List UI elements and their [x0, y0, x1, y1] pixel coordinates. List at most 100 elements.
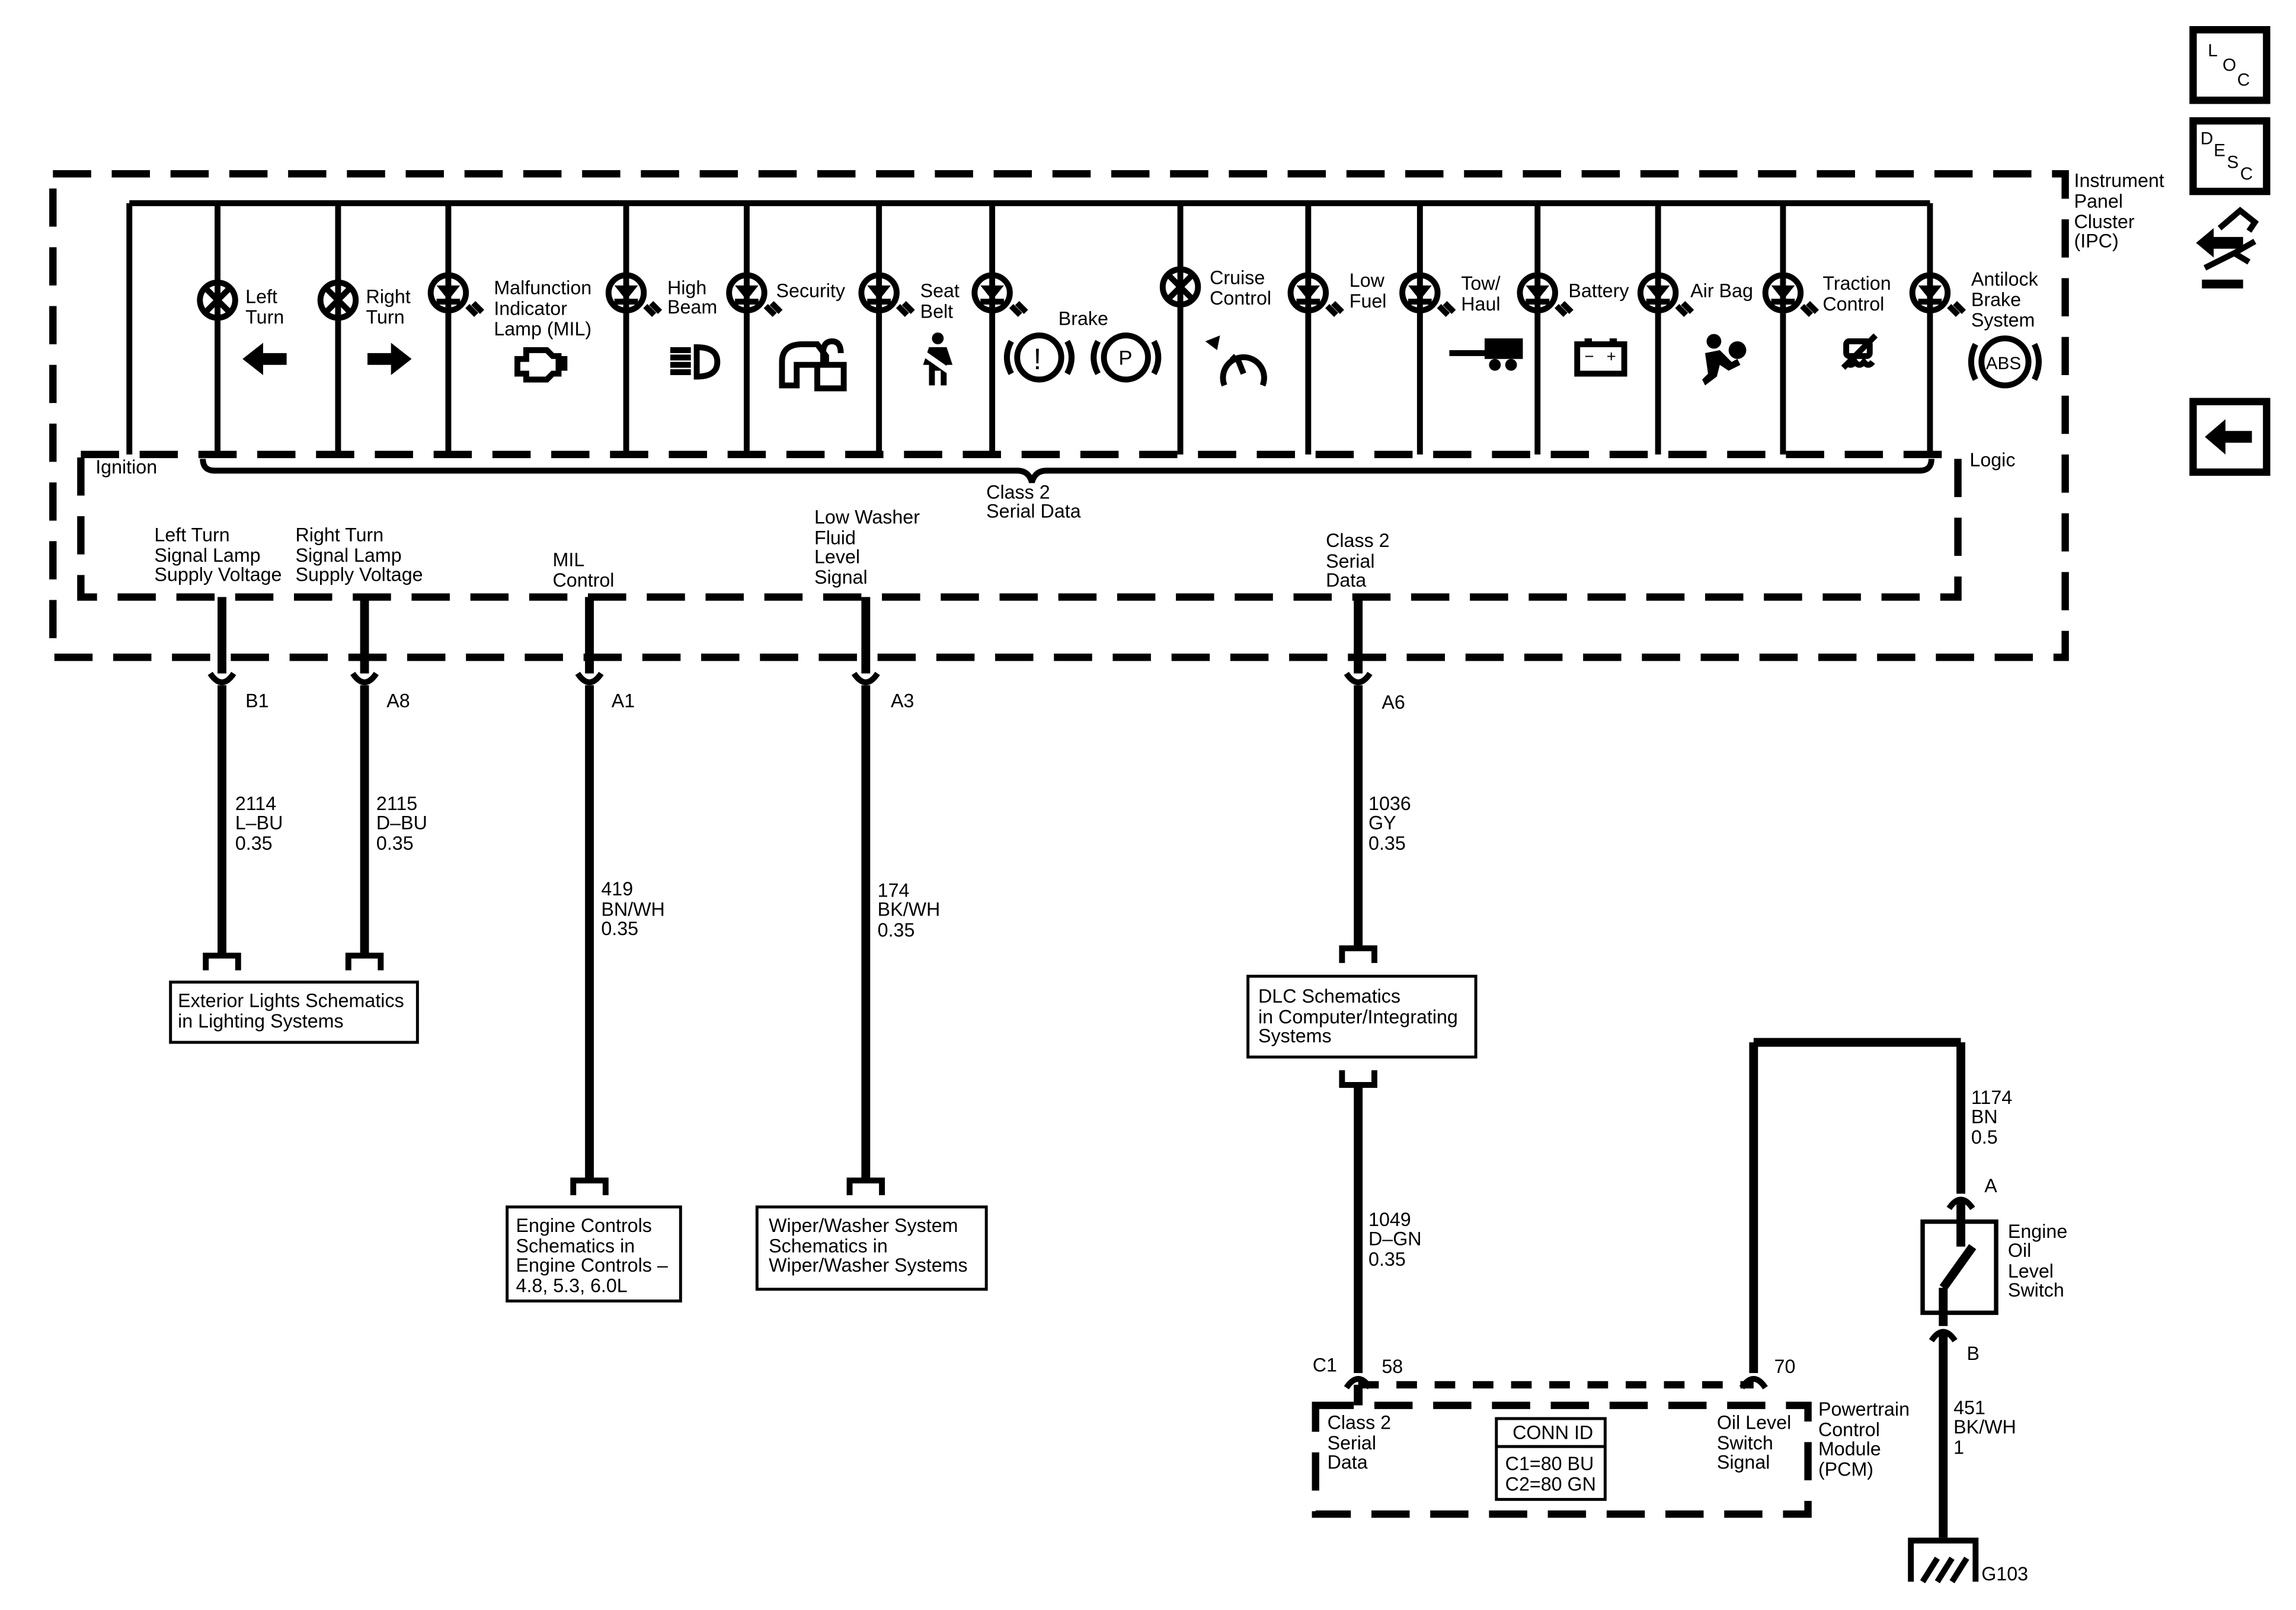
- circuit-2114: B1 2114 L–BU 0.35: [203, 597, 283, 971]
- signal-label: Data: [1326, 569, 1366, 591]
- indicator-label: Lamp (MIL): [494, 318, 591, 340]
- traction-off-icon: [1841, 333, 1878, 370]
- ipc-title-line: Instrument: [2074, 170, 2164, 191]
- indicator-label: Control: [1210, 287, 1271, 309]
- ref-label: 4.8, 5.3, 6.0L: [516, 1275, 628, 1297]
- indicator-label: Battery: [1568, 280, 1629, 302]
- connector-pin-b: [1929, 1329, 1958, 1343]
- wire-label: BN/WH: [601, 899, 664, 920]
- wire-label: 0.35: [376, 833, 414, 854]
- wire-label: L–BU: [235, 812, 283, 833]
- left-arrow-icon: [242, 343, 287, 376]
- wire-label: D–GN: [1368, 1228, 1422, 1249]
- switch-label: Oil: [2008, 1240, 2031, 1261]
- parking-brake-icon: P: [1091, 332, 1162, 383]
- wiper-washer-ref[interactable]: Wiper/Washer System Schematics in Wiper/…: [755, 1205, 988, 1291]
- ref-label: Wiper/Washer System: [769, 1215, 958, 1236]
- cruise-gauge-icon: [1220, 354, 1267, 387]
- led-icon: [605, 272, 647, 313]
- conn-id-title: CONN ID: [1512, 1422, 1593, 1443]
- wire-label: 0.35: [1368, 833, 1406, 854]
- indicator-label: Seat: [920, 280, 960, 302]
- signal-label: Signal: [814, 566, 868, 588]
- pcm-oil-label: Switch: [1717, 1432, 1773, 1454]
- desc-letter-e: E: [2214, 141, 2225, 161]
- indicator-label: Right: [366, 286, 411, 308]
- pcm-pin58-label: 58: [1382, 1356, 1403, 1377]
- ref-label: Wiper/Washer Systems: [769, 1254, 968, 1276]
- loc-button[interactable]: L O C: [2189, 26, 2271, 104]
- air-bag-indicator: Air Bag: [1637, 272, 1753, 386]
- high-beam-indicator: High Beam: [605, 272, 721, 380]
- pin-label: A3: [891, 690, 914, 712]
- left-turn-indicator: Left Turn: [197, 279, 287, 376]
- indicator-label: Antilock: [1971, 268, 2039, 290]
- ref-label: in Lighting Systems: [178, 1010, 344, 1032]
- security-indicator: Security: [726, 272, 847, 392]
- signal-class2: Class 2 Serial Data: [1326, 530, 1390, 591]
- circuit-451: 451 BK/WH 1: [1939, 1334, 2016, 1538]
- exterior-lights-ref[interactable]: Exterior Lights Schematics in Lighting S…: [169, 980, 419, 1044]
- desc-button[interactable]: D E S C: [2189, 117, 2271, 196]
- circuit-419: A1 419 BN/WH 0.35: [570, 597, 665, 1195]
- bus-label-line: Class 2: [986, 481, 1050, 502]
- desc-letter-d: D: [2201, 129, 2214, 149]
- led-icon: [1399, 272, 1441, 313]
- engine-oil-level-switch: A Engine Oil Level Switch B: [1920, 1175, 2067, 1364]
- indicator-label: Air Bag: [1690, 280, 1753, 302]
- indicator-label: Cruise: [1210, 267, 1265, 288]
- indicator-label: Tow/: [1461, 273, 1500, 294]
- pcm-c1-label: C1: [1313, 1355, 1337, 1376]
- signal-label: Supply Voltage: [154, 564, 282, 585]
- ref-label: Engine Controls –: [516, 1254, 668, 1276]
- dlc-ref[interactable]: DLC Schematics in Computer/Integrating S…: [1246, 974, 1478, 1059]
- indicator-label: Brake: [1971, 289, 2021, 310]
- indicator-label: Left: [245, 286, 277, 308]
- battery-plus: +: [1607, 347, 1616, 366]
- circuit-174: A3 174 BK/WH 0.35: [846, 597, 941, 1195]
- desc-letter-c: C: [2240, 164, 2253, 184]
- pcm-class2-label: Class 2: [1328, 1411, 1392, 1433]
- ipc-title-line: Panel: [2074, 190, 2122, 212]
- led-icon: [1517, 272, 1558, 313]
- led-icon: [1637, 272, 1679, 313]
- cruise-control-indicator: Cruise Control: [1159, 266, 1271, 387]
- bulb-icon: [317, 279, 359, 321]
- connector-end-view-button[interactable]: [2196, 206, 2259, 289]
- indicator-label: Security: [776, 280, 846, 302]
- connector-pin-a: [1946, 1196, 1975, 1211]
- logic-outline: [77, 450, 1962, 601]
- indicator-label: Brake: [1059, 308, 1108, 329]
- signal-right-turn-supply: Right Turn Signal Lamp Supply Voltage: [296, 524, 423, 585]
- ipc-title-line: (IPC): [2074, 230, 2118, 251]
- switch-label: Switch: [2008, 1279, 2064, 1301]
- battery-indicator: Battery − +: [1517, 272, 1629, 377]
- bulb-icon: [1159, 266, 1201, 308]
- signal-low-washer: Low Washer Fluid Level Signal: [814, 507, 920, 588]
- pin-label: B1: [245, 690, 268, 712]
- signal-label: Left Turn: [154, 524, 229, 545]
- ref-label: Engine Controls: [516, 1215, 652, 1236]
- pcm-title: Control: [1818, 1419, 1880, 1441]
- wire-label: 2115: [376, 793, 417, 814]
- wire-label: BK/WH: [878, 899, 941, 920]
- pcm-title: Powertrain: [1818, 1398, 1910, 1420]
- pin-label: A6: [1382, 692, 1405, 713]
- pin-label: A1: [612, 690, 635, 712]
- brake-p-glyph: P: [1118, 347, 1132, 370]
- pcm-class2-label: Serial: [1328, 1432, 1376, 1454]
- air-bag-icon: [1702, 334, 1747, 386]
- led-icon: [427, 272, 469, 313]
- ref-label: Schematics in: [769, 1235, 888, 1257]
- wire-label: 451: [1953, 1397, 1985, 1419]
- conn-id-c2: C2=80 GN: [1505, 1473, 1596, 1494]
- right-turn-indicator: Right Turn: [317, 279, 412, 376]
- back-button[interactable]: [2189, 398, 2271, 476]
- pcm-module: C1 58 70 Class 2 Serial Data Oil Level S…: [1312, 1355, 1910, 1518]
- connector-pin-a3: [851, 671, 880, 686]
- connector-pin-a8: [350, 671, 379, 686]
- wire-label: 0.35: [878, 919, 915, 940]
- desc-letter-s: S: [2227, 152, 2239, 172]
- engine-controls-ref[interactable]: Engine Controls Schematics in Engine Con…: [506, 1205, 682, 1303]
